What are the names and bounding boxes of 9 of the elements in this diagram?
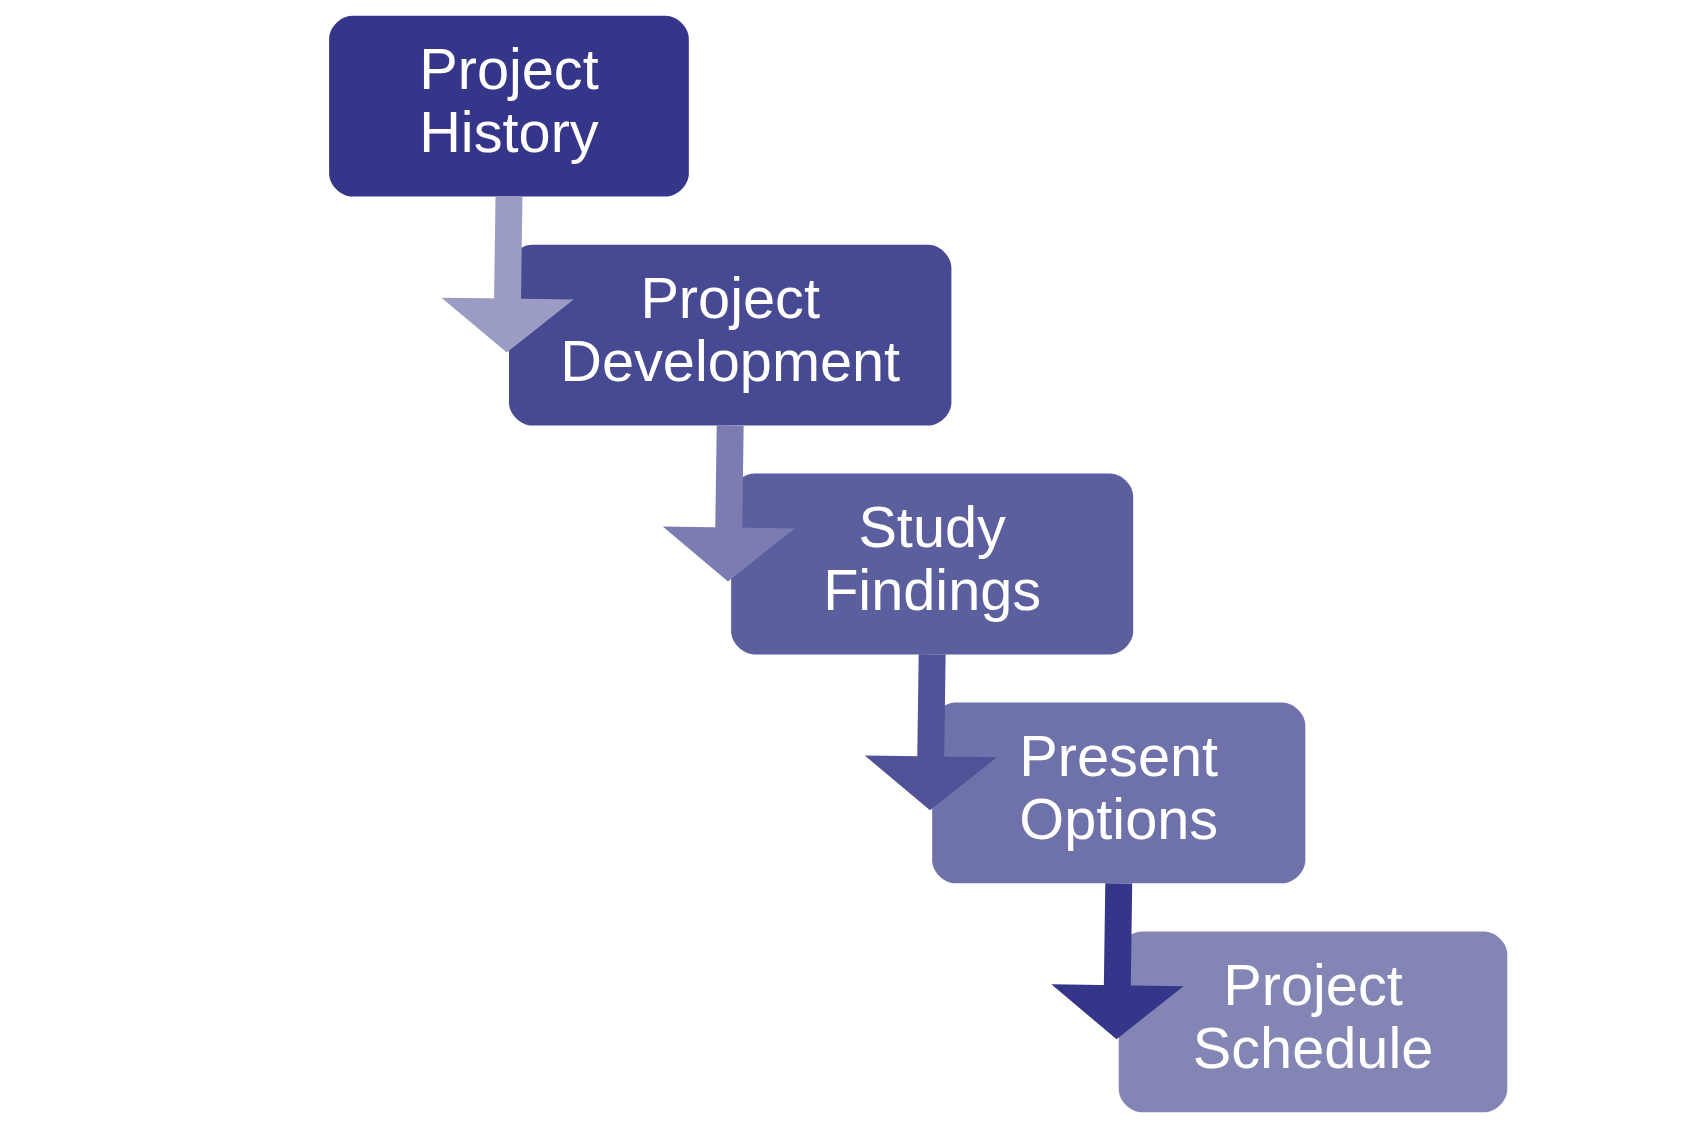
arrow	[441, 196, 574, 353]
node-box: Project History	[329, 15, 689, 197]
node-box: Study Findings	[731, 473, 1134, 655]
arrow	[1051, 883, 1184, 1040]
node-box: Present Options	[932, 702, 1306, 884]
arrow	[864, 654, 997, 811]
node-box: Project Development	[508, 244, 952, 426]
node-box: Project Schedule	[1118, 931, 1508, 1113]
arrow	[662, 425, 795, 582]
